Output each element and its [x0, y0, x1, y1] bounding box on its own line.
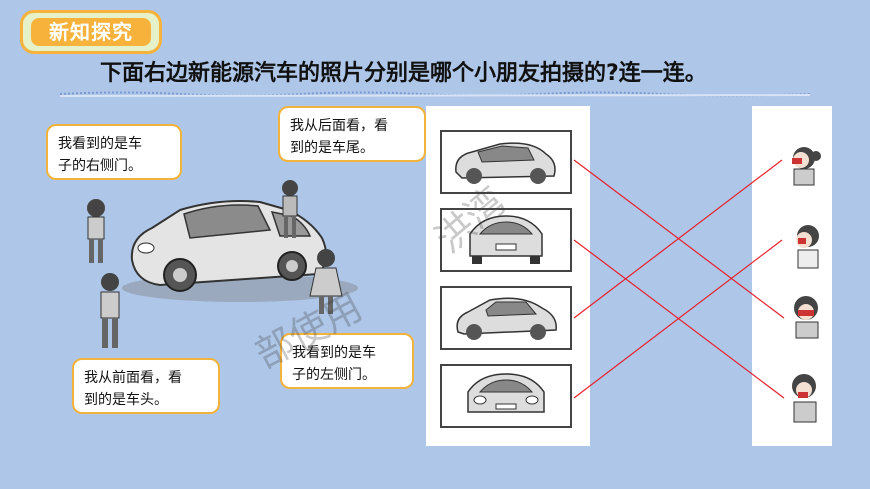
bubble-line: 我看到的是车	[292, 345, 376, 361]
photo-car-right-side[interactable]	[440, 130, 572, 194]
bubble-line: 我看到的是车	[58, 136, 142, 152]
kids-panel	[752, 106, 832, 446]
photo-car-left-side[interactable]	[440, 286, 572, 350]
connector-line	[573, 159, 785, 319]
bubble-line: 到的是车头。	[84, 392, 168, 408]
kid-girl-pigtails-icon[interactable]	[782, 142, 828, 190]
section-badge: 新知探究	[20, 10, 162, 54]
car-right-side-icon	[455, 142, 556, 184]
car-front-icon	[467, 373, 545, 413]
decorative-underline	[60, 91, 810, 97]
bubble-left-door: 我看到的是车 子的左侧门。	[280, 333, 414, 389]
photo-car-rear[interactable]	[440, 208, 572, 272]
kid-right-side-figure	[87, 199, 105, 263]
kid-boy-curly-hair-icon[interactable]	[782, 370, 828, 426]
kid-front-figure	[100, 273, 120, 348]
kid-boy-short-hair-icon[interactable]	[784, 222, 830, 272]
bubble-line: 我从后面看，看	[290, 118, 388, 134]
scene-illustration	[87, 180, 358, 348]
bubble-line: 子的左侧门。	[292, 367, 376, 383]
bubble-line: 到的是车尾。	[290, 140, 374, 156]
kid-left-side-figure	[309, 249, 343, 314]
connector-line	[573, 239, 783, 399]
bubble-right-door: 我看到的是车 子的右侧门。	[46, 124, 182, 180]
bubble-line: 我从前面看，看	[84, 370, 182, 386]
car-photos-panel	[426, 106, 590, 446]
kid-girl-bob-icon[interactable]	[784, 292, 830, 342]
connector-line	[573, 159, 783, 319]
car-scene-image	[122, 200, 358, 302]
bubble-rear: 我从后面看，看 到的是车尾。	[278, 106, 426, 162]
car-rear-icon	[469, 215, 543, 264]
instruction-text: 下面右边新能源汽车的照片分别是哪个小朋友拍摄的?连一连。	[100, 61, 707, 86]
photo-car-front[interactable]	[440, 364, 572, 428]
bubble-line: 子的右侧门。	[58, 158, 142, 174]
kid-rear-figure	[282, 180, 298, 238]
car-left-side-icon	[456, 297, 557, 340]
bubble-front: 我从前面看，看 到的是车头。	[72, 358, 220, 414]
section-badge-label: 新知探究	[31, 18, 151, 46]
connector-line	[573, 239, 785, 399]
